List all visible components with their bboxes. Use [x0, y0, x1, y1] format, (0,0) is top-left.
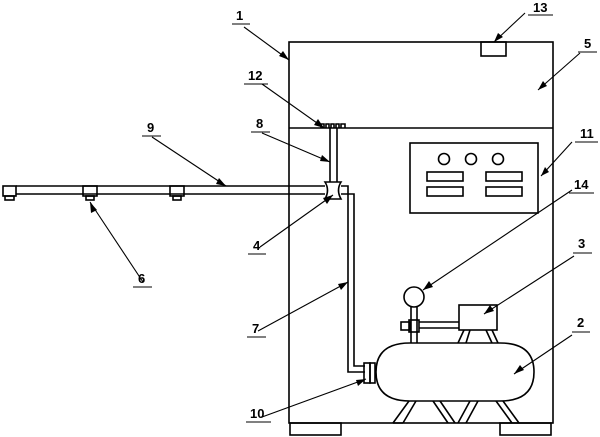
arrow-4: [323, 195, 333, 204]
pipe-clamp-2-base: [85, 195, 95, 201]
label-1: 1: [236, 8, 243, 23]
label-8: 8: [256, 116, 263, 131]
arrow-12: [314, 119, 324, 128]
leader-9: [151, 136, 227, 187]
tank-leg-mid-left: [432, 400, 456, 424]
arrow-10: [356, 379, 366, 386]
tank-leg-mid-right: [457, 400, 479, 424]
cabinet-foot-right: [499, 422, 552, 436]
leader-14: [422, 189, 573, 291]
leader-3: [483, 255, 575, 315]
display-window-1: [426, 171, 464, 182]
pipe-7: [341, 185, 365, 373]
label-9: 9: [147, 120, 154, 135]
leader-7: [257, 281, 349, 332]
leader-10: [261, 378, 367, 418]
leader-6: [89, 201, 144, 283]
gauge-assembly: [400, 286, 459, 343]
pipe-clamp-3-base: [172, 195, 182, 201]
label-4: 4: [253, 238, 261, 253]
connector-10: [363, 362, 376, 384]
arrow-7: [338, 282, 348, 290]
label-12: 12: [248, 68, 262, 83]
nozzle-assembly: [320, 123, 346, 182]
gauge-tee: [408, 319, 420, 333]
compressor-mount: [457, 329, 499, 344]
arrow-3: [484, 305, 494, 314]
indicator-light-2: [464, 152, 478, 166]
tank-leg-right: [495, 400, 520, 424]
cabinet-outline: [288, 41, 554, 424]
nozzle-12: [320, 123, 346, 128]
arrow-5: [538, 81, 547, 90]
leader-12: [261, 83, 325, 129]
arrow-14: [423, 281, 433, 290]
display-window-4: [485, 186, 523, 197]
top-sensor-13: [480, 41, 507, 57]
arrow-13: [494, 33, 503, 42]
arrow-1: [279, 51, 289, 60]
leader-lines: [89, 12, 581, 418]
pipe-7-outer: [341, 185, 365, 373]
leader-arrowheads: [90, 33, 549, 386]
arrow-8: [320, 155, 330, 162]
label-14: 14: [574, 177, 589, 192]
display-window-2: [485, 171, 523, 182]
label-2: 2: [577, 315, 584, 330]
connector-flange-2: [369, 362, 376, 384]
compressor-3: [457, 304, 499, 344]
cabinet-foot-left: [289, 422, 342, 436]
compressor-body: [458, 304, 498, 331]
arrow-6: [90, 202, 97, 213]
control-panel: [409, 142, 539, 214]
valve-4: [323, 181, 343, 200]
indicator-light-1: [437, 152, 451, 166]
pipe-7-inner: [341, 193, 365, 367]
tank-body: [375, 342, 535, 402]
indicator-light-3: [491, 152, 505, 166]
tank-2: [375, 342, 535, 424]
tank-leg-left: [392, 400, 417, 424]
label-13: 13: [533, 0, 547, 15]
label-10: 10: [250, 406, 264, 421]
leader-2: [513, 334, 573, 375]
horizontal-pipe-9: [2, 185, 325, 201]
pipe-clamp-1-base: [4, 195, 15, 201]
display-window-3: [426, 186, 464, 197]
valve-body: [323, 181, 343, 200]
label-7: 7: [252, 321, 259, 336]
label-11: 11: [580, 126, 594, 141]
arrow-11: [541, 167, 549, 176]
arrow-9: [216, 178, 226, 186]
gauge-valve-handle: [400, 321, 411, 331]
leader-4: [259, 194, 334, 248]
arrow-2: [514, 365, 524, 374]
label-5: 5: [584, 36, 591, 51]
part-labels: 1 2 3 4 5 6 7 8 9 10 11 12 13 14: [133, 0, 598, 423]
label-6: 6: [138, 271, 145, 286]
label-3: 3: [578, 236, 585, 251]
pressure-gauge-14: [403, 286, 425, 308]
control-panel-outline: [409, 142, 539, 214]
cabinet: [288, 41, 554, 436]
leader-8: [261, 132, 331, 163]
pipe-clamp-1: [2, 185, 17, 197]
